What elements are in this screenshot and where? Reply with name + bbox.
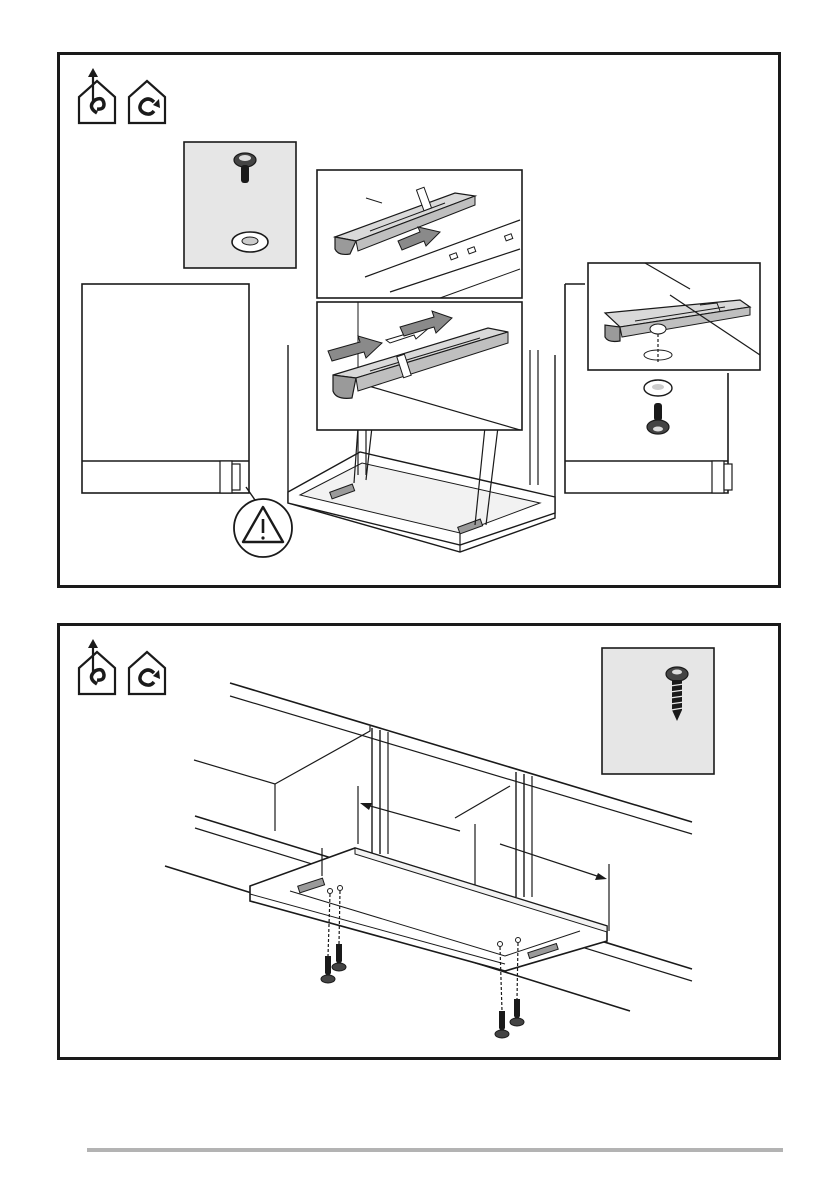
bracket-screw-icon: [647, 403, 669, 434]
hood-body: [250, 848, 607, 971]
wood-screw-icon: [510, 999, 524, 1026]
warning-triangle-icon: [234, 487, 292, 557]
parts-inset: [184, 142, 296, 268]
footer-rule: [87, 1148, 783, 1152]
recirculation-mode-icon: [129, 81, 165, 123]
wood-screw-icon: [495, 1011, 509, 1038]
installation-step-panel-1: [57, 52, 781, 588]
parts-inset: [602, 648, 714, 774]
installation-step-panel-2: [57, 623, 781, 1060]
slide-bracket-detail: [317, 170, 522, 298]
recirculation-mode-icon: [129, 652, 165, 694]
washer-icon: [644, 380, 672, 396]
washer-icon: [232, 232, 268, 252]
screw-bracket-detail: [588, 263, 760, 434]
panel-2-illustration: [60, 626, 778, 1057]
adjust-bracket-detail: [317, 302, 522, 430]
wood-screw-icon: [332, 944, 346, 971]
panel-1-illustration: [60, 55, 778, 585]
extraction-mode-icon: [79, 639, 115, 694]
extraction-mode-icon: [79, 68, 115, 123]
left-cabinet: [82, 284, 249, 493]
